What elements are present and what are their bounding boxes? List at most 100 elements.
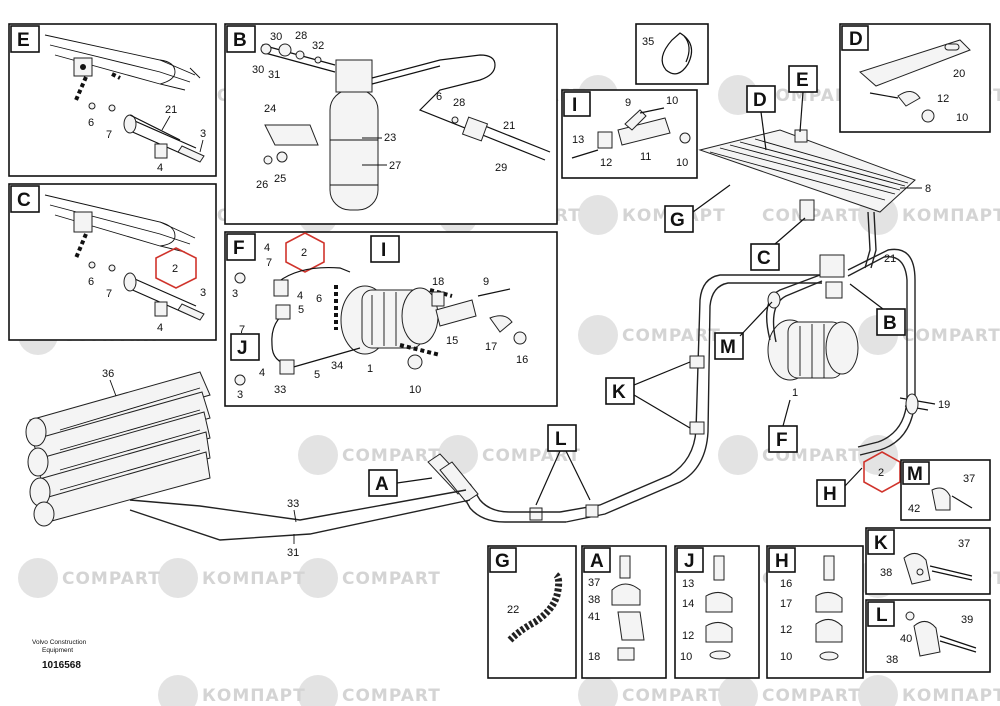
part-number: 10 <box>780 651 792 663</box>
part-number: 21 <box>884 253 896 265</box>
panel-letter: M <box>907 464 923 485</box>
part-number: 11 <box>640 151 651 163</box>
part-number: 36 <box>102 368 114 380</box>
part-number: 31 <box>268 69 280 81</box>
panel-letter: A <box>590 551 604 572</box>
part-number: 17 <box>780 598 792 610</box>
callout-letter: J <box>237 338 248 359</box>
part-number: 4 <box>297 290 303 302</box>
detail-panel-i: I 9 10 13 11 12 10 <box>561 89 698 179</box>
panel-letter: G <box>495 551 510 572</box>
part-number: 10 <box>676 157 688 169</box>
part-number: 18 <box>588 651 600 663</box>
detail-panel-h: H 16 17 12 10 <box>766 545 864 679</box>
part-number: 14 <box>682 598 694 610</box>
part-number: 26 <box>256 179 268 191</box>
part-number: 12 <box>780 624 792 636</box>
part-number: 21 <box>165 104 177 116</box>
main-assembly: 8 21 19 1 33 31 <box>25 65 950 559</box>
detail-panel-35: 35 <box>635 23 709 85</box>
part-number: 3 <box>200 287 206 299</box>
part-number: 25 <box>274 173 286 185</box>
watermark-text: COMPART <box>902 326 1000 346</box>
part-number: 33 <box>287 498 299 510</box>
part-number: 28 <box>295 30 307 42</box>
part-number: 20 <box>953 68 965 80</box>
part-number: 6 <box>436 91 442 103</box>
part-number: 13 <box>682 578 694 590</box>
part-number: 9 <box>483 276 489 288</box>
part-number: 12 <box>600 157 612 169</box>
watermark-text: КОМПАРТ <box>202 686 306 706</box>
part-number: 2 <box>878 467 884 479</box>
part-number: 34 <box>331 360 343 372</box>
callout-letter: A <box>375 474 389 495</box>
detail-panel-a: A 37 38 41 18 <box>581 545 667 679</box>
part-number: 30 <box>252 64 264 76</box>
part-number: 33 <box>274 384 286 396</box>
panel-letter: J <box>684 551 695 572</box>
detail-panel-b: B 30 28 32 30 31 24 23 27 6 28 21 29 26 … <box>224 23 558 225</box>
detail-panel-k: K 37 38 <box>865 527 991 595</box>
part-number: 37 <box>958 538 970 550</box>
part-number: 18 <box>432 276 444 288</box>
part-number: 9 <box>625 97 631 109</box>
part-number: 40 <box>900 633 912 645</box>
watermark-text: COMPART <box>762 686 861 706</box>
part-number: 7 <box>239 324 245 336</box>
part-number: 12 <box>937 93 949 105</box>
part-number: 4 <box>259 367 265 379</box>
panel-letter: F <box>233 238 245 259</box>
part-number: 41 <box>588 611 600 623</box>
watermark-text: КОМПАРТ <box>202 569 306 589</box>
callout-letter: I <box>381 240 386 261</box>
part-number: 8 <box>925 183 931 195</box>
oil-cooler: 36 <box>25 368 211 527</box>
part-number: 2 <box>301 247 307 259</box>
part-number: 15 <box>446 335 458 347</box>
part-number: 6 <box>88 276 94 288</box>
watermark-text: COMPART <box>342 686 441 706</box>
part-number: 30 <box>270 31 282 43</box>
part-number: 10 <box>680 651 692 663</box>
part-number: 4 <box>264 242 270 254</box>
part-number: 31 <box>287 547 299 559</box>
part-number: 10 <box>666 95 678 107</box>
part-number: 35 <box>642 36 654 48</box>
part-number: 3 <box>237 389 243 401</box>
part-number: 4 <box>157 322 163 334</box>
part-number: 1 <box>367 363 373 375</box>
callout-letter: F <box>776 430 788 451</box>
panel-letter: E <box>17 30 30 51</box>
part-number: 7 <box>106 129 112 141</box>
callout-letter: L <box>555 429 567 450</box>
panel-letter: H <box>775 551 789 572</box>
watermark-text: КОМПАРТ <box>902 206 1000 226</box>
part-number: 42 <box>908 503 920 515</box>
detail-panel-l: L 39 40 38 <box>865 599 991 673</box>
watermark-text: COMPART <box>62 569 161 589</box>
watermark-text: COMPART <box>342 446 441 466</box>
callout-letter: B <box>883 313 897 334</box>
watermark-text: COMPART <box>622 686 721 706</box>
part-number: 22 <box>507 604 519 616</box>
part-number: 4 <box>157 162 163 174</box>
watermark-text: COMPART <box>622 326 721 346</box>
panel-letter: I <box>572 95 577 116</box>
part-number: 19 <box>938 399 950 411</box>
part-number: 13 <box>572 134 584 146</box>
watermark-text: COMPART <box>762 86 861 106</box>
callout-letter: C <box>757 248 771 269</box>
detail-panel-j: J 13 14 12 10 <box>674 545 760 679</box>
part-number: 28 <box>453 97 465 109</box>
part-number: 38 <box>880 567 892 579</box>
part-number: 10 <box>956 112 968 124</box>
part-number: 5 <box>314 369 320 381</box>
detail-panel-g: G 22 <box>487 545 577 679</box>
part-number: 6 <box>316 293 322 305</box>
brand-line-1: Volvo Construction <box>32 639 87 646</box>
part-number: 29 <box>495 162 507 174</box>
part-number: 37 <box>963 473 975 485</box>
callout-letter: K <box>612 382 626 403</box>
